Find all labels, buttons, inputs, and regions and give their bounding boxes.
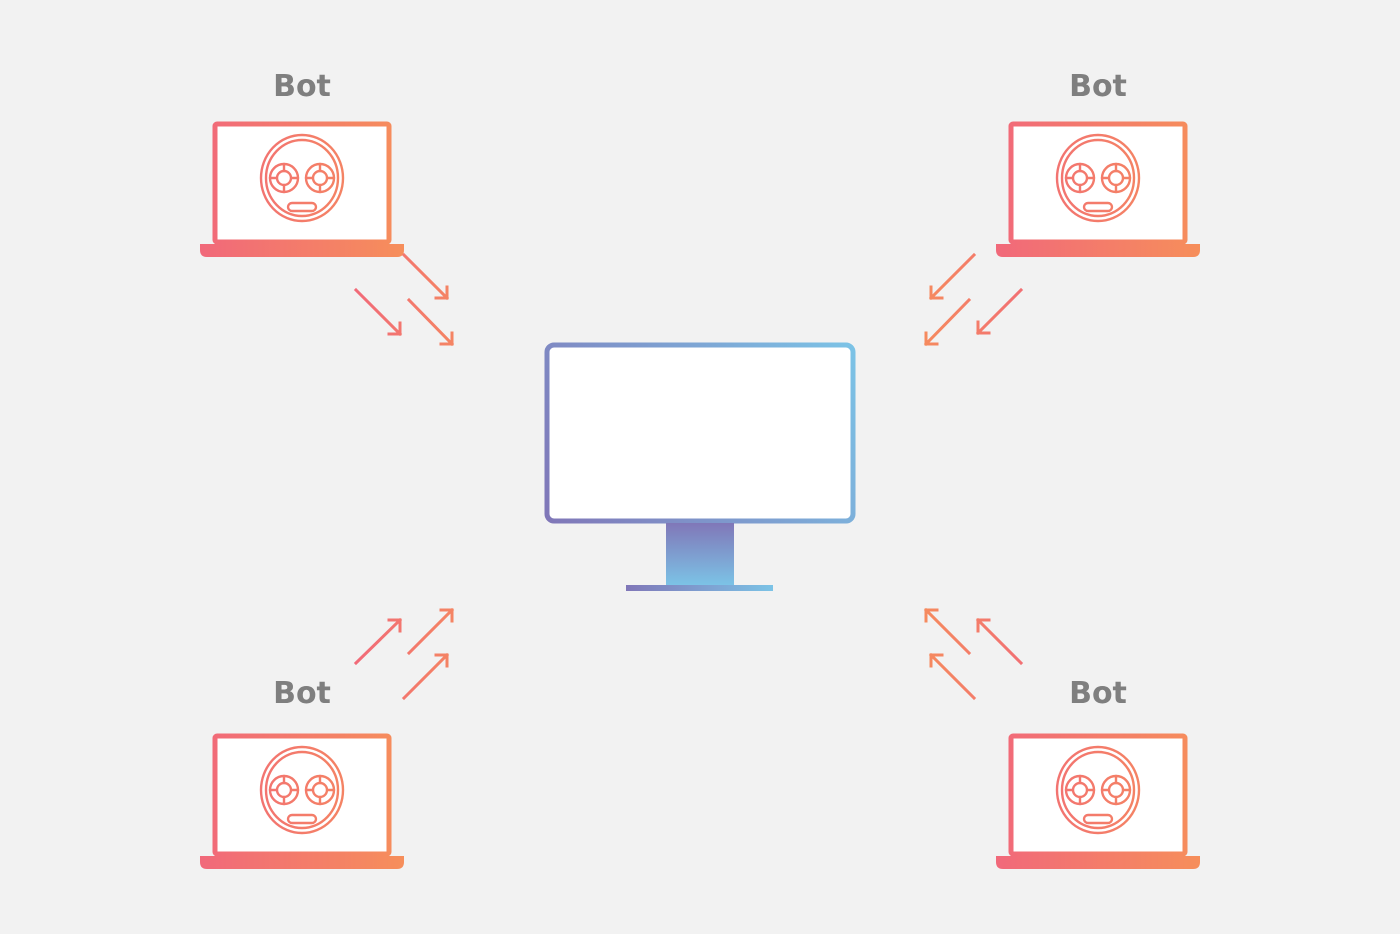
arrow xyxy=(975,287,1024,336)
arrow xyxy=(928,652,977,701)
arrow-head xyxy=(387,321,402,336)
arrow-head xyxy=(976,320,991,335)
traffic-arrows-top-left xyxy=(353,252,455,347)
arrow xyxy=(353,287,403,337)
desktop-monitor-icon xyxy=(544,342,856,591)
traffic-arrows-bottom-left xyxy=(353,607,455,701)
arrow-head xyxy=(439,608,454,623)
arrow-head xyxy=(387,618,402,633)
bot-label-top-right: Bot xyxy=(1069,69,1127,104)
arrow-head xyxy=(929,285,944,300)
robot-face-icon xyxy=(996,736,1200,869)
arrow-head xyxy=(439,331,454,346)
arrow-head xyxy=(924,608,939,623)
arrow xyxy=(401,652,450,701)
arrow xyxy=(923,607,972,656)
arrow xyxy=(401,252,450,301)
arrow xyxy=(353,617,403,666)
arrow xyxy=(406,297,455,347)
arrow-head xyxy=(434,285,449,300)
bot-laptop-top-left xyxy=(200,124,404,257)
traffic-arrows-bottom-right xyxy=(923,607,1024,701)
arrow xyxy=(923,297,972,347)
bot-laptop-bottom-right xyxy=(996,736,1200,869)
bot-label-bottom-left: Bot xyxy=(273,676,331,711)
arrow-head xyxy=(976,618,991,633)
robot-face-icon xyxy=(200,124,404,257)
traffic-arrows-top-right xyxy=(923,252,1024,347)
robot-face-icon xyxy=(996,124,1200,257)
arrow-head xyxy=(434,653,449,668)
bot-laptop-top-right xyxy=(996,124,1200,257)
arrow-head xyxy=(924,331,939,346)
arrow xyxy=(975,617,1024,666)
robot-face-icon xyxy=(200,736,404,869)
arrow-head xyxy=(929,653,944,668)
arrow xyxy=(928,252,977,301)
arrow xyxy=(406,607,455,656)
bot-label-bottom-right: Bot xyxy=(1069,676,1127,711)
bot-label-top-left: Bot xyxy=(273,69,331,104)
bot-laptop-bottom-left xyxy=(200,736,404,869)
